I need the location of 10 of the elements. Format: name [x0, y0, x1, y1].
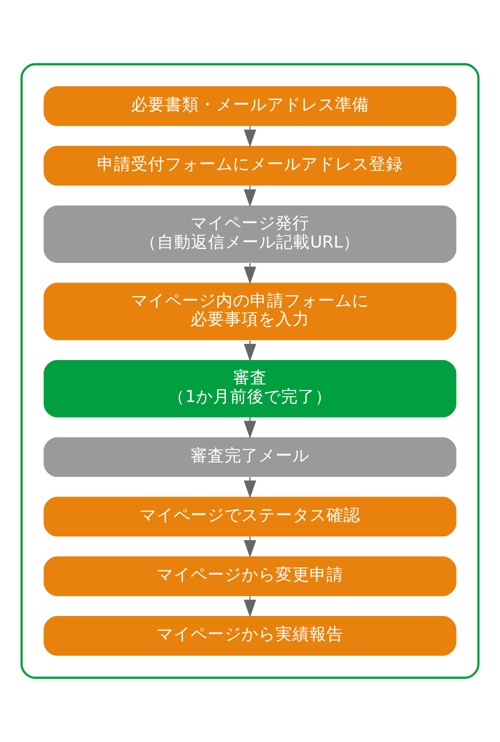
node-box: 必要書類・メールアドレス準備 — [44, 86, 456, 126]
node-box: 審査完了メール — [44, 437, 456, 477]
node-box: マイページ内の申請フォームに必要事項を入力 — [44, 282, 456, 340]
node-box: マイページ発行 （自動返信メール記載URL） — [44, 205, 456, 263]
node-box: 審査 （1か月前後で完了） — [44, 360, 456, 418]
node-box: マイページでステータス確認 — [44, 496, 456, 537]
cluster — [20, 63, 480, 679]
node-box: 申請受付フォームにメールアドレス登録 — [44, 146, 456, 186]
node-box: マイページから実績報告 — [44, 616, 456, 656]
node-box: マイページから変更申請 — [44, 556, 456, 596]
